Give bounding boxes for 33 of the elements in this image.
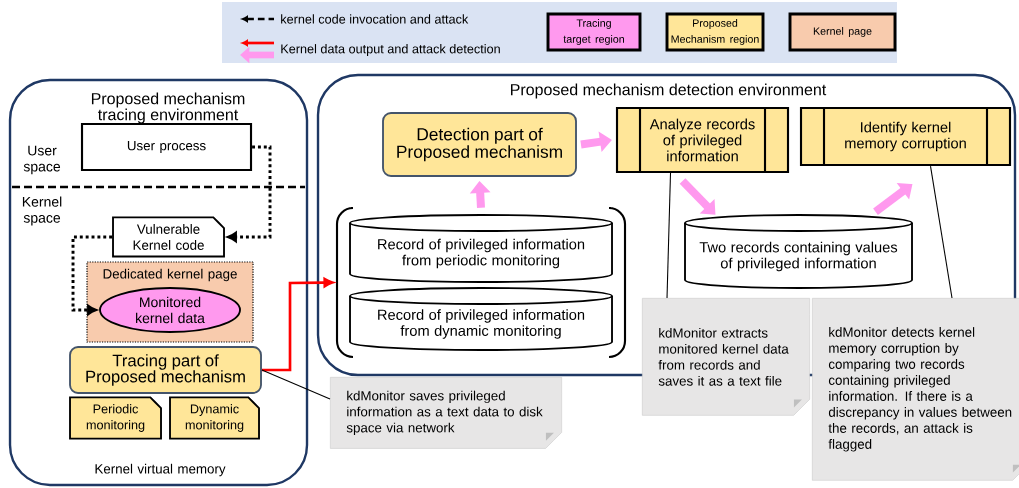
monitoring-box: Periodic monitoring: [69, 396, 162, 440]
monitoring-box: Dynamic monitoring: [169, 396, 260, 440]
database-cylinder: Two records containing values of privileged information: [684, 214, 913, 289]
code-box: Vulnerable Kernel code: [112, 216, 225, 258]
leader-line: [666, 172, 672, 299]
process-box: Identify kernel memory corruption: [799, 106, 1012, 167]
region-label: Kernel space: [22, 196, 62, 226]
arrow: [227, 145, 272, 243]
mechanism-box: Detection part of Proposed mechanism: [382, 112, 577, 177]
database-cylinder: Record of privileged information from dynamic monitoring: [349, 287, 613, 351]
arrow: [71, 235, 113, 316]
process-box: User process: [80, 122, 253, 172]
legend-text: Proposed Mechanism region: [671, 19, 759, 45]
note-box: kdMonitor detects kernel memory corruption by comparing two records containing privileged information. If there is a discrepancy in values between the records, an attack is flagged: [812, 298, 1019, 481]
legend-text: Kernel data output and attack detection: [281, 44, 500, 56]
leader-line: [261, 369, 331, 400]
leader-line: [929, 165, 953, 299]
arrow: [873, 182, 913, 215]
panel-caption: Kernel virtual memory: [95, 463, 226, 477]
panel-title: Proposed mechanism tracing environment: [91, 92, 245, 124]
record-group: [335, 206, 627, 359]
mechanism-box: Tracing part of Proposed mechanism: [69, 346, 262, 394]
region-label: User space: [23, 145, 61, 175]
database-cylinder: Record of privileged information from periodic monitoring: [349, 214, 613, 283]
arrow: [679, 178, 716, 215]
legend-text: Kernel page: [813, 27, 872, 37]
legend-text: kernel code invocation and attack: [281, 14, 469, 24]
note-box: kdMonitor saves privileged information as a text data to disk space via network: [330, 377, 562, 449]
panel-title: Proposed mechanism detection environment: [511, 83, 827, 99]
process-box: Analyze records of privileged information: [615, 106, 790, 174]
page-title: Dedicated kernel page: [103, 268, 237, 282]
legend-text: Tracing target region: [563, 19, 624, 45]
note-box: kdMonitor extracts monitored kernel data from records and saves it as a text file: [642, 298, 810, 416]
